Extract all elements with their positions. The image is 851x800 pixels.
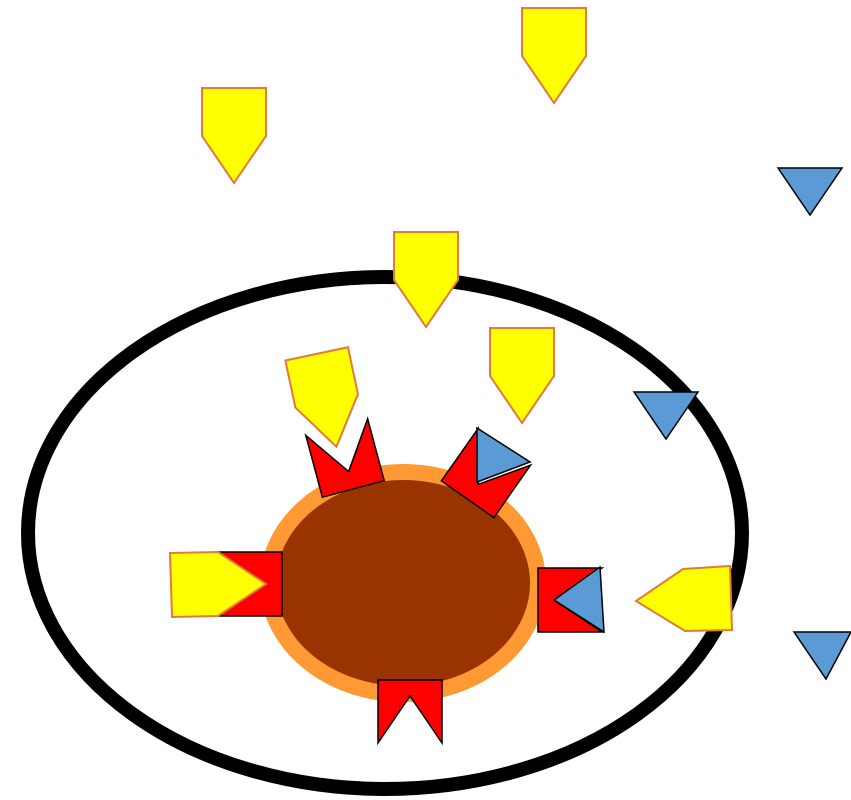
yellow-ligand-on-membrane <box>394 232 458 327</box>
yellow-ligand-right <box>636 566 732 631</box>
receptor-bottom <box>378 680 442 743</box>
blue-ligand-on-membrane <box>634 392 698 439</box>
yellow-ligand-upper-left <box>202 88 266 183</box>
yellow-ligand-top <box>522 8 586 103</box>
yellow-ligand-inside-right <box>490 328 554 423</box>
blue-ligand-bottom-right <box>794 632 851 679</box>
blue-ligand-top-right <box>778 168 842 215</box>
yellow-ligand-inside-left <box>285 347 367 453</box>
